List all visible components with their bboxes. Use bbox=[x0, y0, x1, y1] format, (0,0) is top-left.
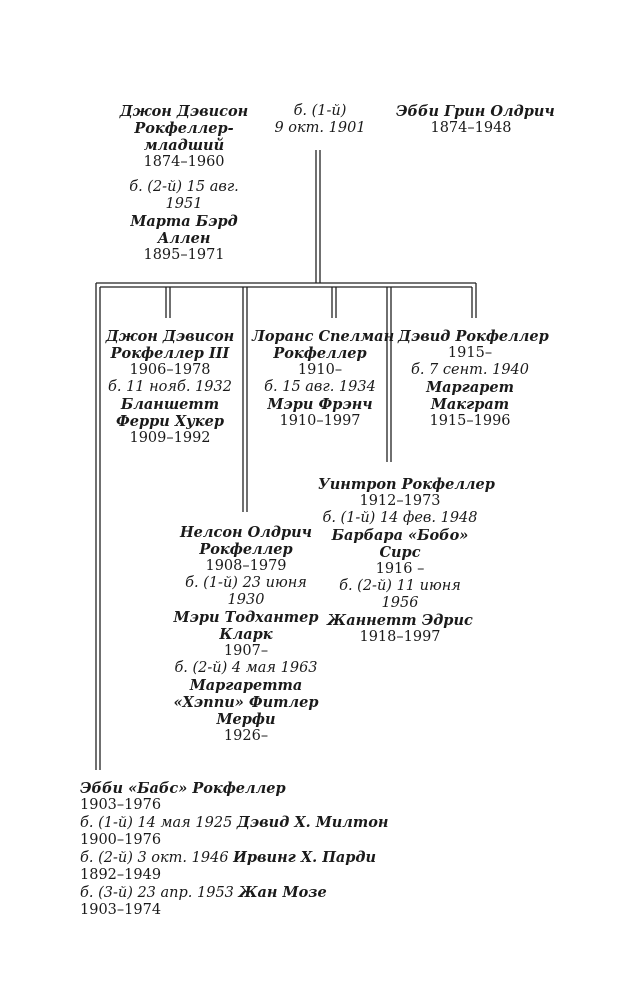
marriage-date: б. 7 сент. 1940 bbox=[410, 362, 530, 378]
marriage-date: 1930 bbox=[227, 592, 265, 608]
person-years: 1903–1976 bbox=[80, 797, 162, 813]
person-name: Рокфеллер- bbox=[134, 120, 234, 137]
person-name: Джон Дэвисон bbox=[105, 328, 235, 345]
spouse-name: Ферри Хукер bbox=[116, 413, 224, 430]
spouse-name: Сирс bbox=[379, 544, 421, 561]
person-years: 1906–1978 bbox=[129, 362, 211, 378]
spouse-years: 1892–1949 bbox=[80, 867, 162, 883]
marriage-date: б. (2-й) 4 мая 1963 bbox=[174, 660, 318, 676]
marriage-date: б. (1-й) 14 фев. 1948 bbox=[322, 510, 478, 526]
person-name: Рокфеллер bbox=[273, 345, 367, 362]
node-winthrop: Уинтроп Рокфеллер 1912–1973 б. (1-й) 14 … bbox=[318, 476, 495, 646]
marriage-date: б. (1-й) 14 мая 1925 bbox=[80, 815, 233, 831]
spouse-years: 1916 – bbox=[375, 561, 425, 577]
marriage-date: 1956 bbox=[381, 595, 419, 611]
spouse-name: Дэвид Х. Милтон bbox=[236, 814, 389, 831]
spouse-name: Кларк bbox=[219, 626, 273, 643]
spouse-name: Марта Бэрд bbox=[130, 213, 238, 230]
marriage-date: б. (2-й) 15 авг. bbox=[129, 179, 239, 195]
spouse-years: 1895–1971 bbox=[143, 247, 225, 263]
node-john-iii: Джон Дэвисон Рокфеллер III 1906–1978 б. … bbox=[104, 328, 236, 447]
person-name: Уинтроп Рокфеллер bbox=[318, 476, 495, 493]
spouse-name: Мерфи bbox=[216, 711, 276, 728]
person-name: Эбби Грин Олдрич bbox=[396, 103, 555, 120]
spouse-years: 1910–1997 bbox=[279, 413, 361, 429]
spouse-name: Маргаретта bbox=[189, 677, 303, 694]
person-years: 1908–1979 bbox=[205, 558, 287, 574]
node-abby-aldrich: Эбби Грин Олдрич 1874–1948 bbox=[396, 103, 555, 137]
marriage-date: б. (2-й) 3 окт. 1946 bbox=[80, 850, 229, 866]
person-name: младший bbox=[143, 137, 225, 154]
marriage-date: б. 15 авг. 1934 bbox=[264, 379, 376, 395]
spouse-name: Аллен bbox=[157, 230, 211, 247]
node-david: Дэвид Рокфеллер 1915– б. 7 сент. 1940 Ма… bbox=[398, 328, 549, 430]
spouse-name: Бланшетт bbox=[120, 396, 220, 413]
marriage-date: б. (2-й) 11 июня bbox=[339, 578, 461, 594]
person-name: Нелсон Олдрич bbox=[179, 524, 313, 541]
spouse-years: 1915–1996 bbox=[429, 413, 511, 429]
spouse-years: 1909–1992 bbox=[129, 430, 211, 446]
person-name: Дэвид Рокфеллер bbox=[398, 328, 549, 345]
node-nelson: Нелсон Олдрич Рокфеллер 1908–1979 б. (1-… bbox=[172, 524, 320, 745]
person-years: 1915– bbox=[447, 345, 493, 361]
spouse-name: Мэри Фрэнч bbox=[267, 396, 373, 413]
node-john-jr: Джон Дэвисон Рокфеллер- младший 1874–196… bbox=[104, 103, 264, 264]
spouse-name: «Хэппи» Фитлер bbox=[173, 694, 319, 711]
person-name: Джон Дэвисон bbox=[119, 103, 249, 120]
node-laurance: Лоранс Спелман Рокфеллер 1910– б. 15 авг… bbox=[252, 328, 395, 430]
person-name: Эбби «Бабс» Рокфеллер bbox=[80, 780, 286, 797]
node-first-marriage: б. (1-й) 9 окт. 1901 bbox=[268, 103, 372, 137]
person-name: Лоранс Спелман bbox=[252, 328, 395, 345]
node-abby-babs: Эбби «Бабс» Рокфеллер 1903–1976 б. (1-й)… bbox=[80, 780, 388, 919]
marriage-date: б. (1-й) 23 июня bbox=[185, 575, 307, 591]
person-name: Рокфеллер bbox=[199, 541, 293, 558]
spouse-years: 1903–1974 bbox=[80, 902, 162, 918]
spouse-name: Маргарет bbox=[426, 379, 514, 396]
spouse-name: Мэри Тодхантер bbox=[173, 609, 319, 626]
spouse-name: Жаннетт Эдрис bbox=[327, 612, 473, 629]
spouse-name: Макграт bbox=[430, 396, 510, 413]
person-years: 1910– bbox=[297, 362, 343, 378]
person-years: 1874–1960 bbox=[143, 154, 225, 170]
spouse-name: Барбара «Бобо» bbox=[331, 527, 469, 544]
spouse-years: 1926– bbox=[223, 728, 269, 744]
spouse-name: Жан Мозе bbox=[238, 884, 327, 901]
marriage-date: б. (3-й) 23 апр. 1953 bbox=[80, 885, 234, 901]
spouse-years: 1900–1976 bbox=[80, 832, 162, 848]
marriage-date: б. (1-й) bbox=[293, 103, 347, 119]
person-years: 1912–1973 bbox=[359, 493, 441, 509]
marriage-date: 1951 bbox=[165, 196, 203, 212]
spouse-name: Ирвинг Х. Парди bbox=[233, 849, 377, 866]
person-name: Рокфеллер III bbox=[110, 345, 230, 362]
spouse-years: 1918–1997 bbox=[359, 629, 441, 645]
marriage-date: б. 11 нояб. 1932 bbox=[108, 379, 232, 395]
spouse-years: 1907– bbox=[223, 643, 269, 659]
marriage-date: 9 окт. 1901 bbox=[274, 120, 366, 136]
person-years: 1874–1948 bbox=[430, 120, 512, 136]
